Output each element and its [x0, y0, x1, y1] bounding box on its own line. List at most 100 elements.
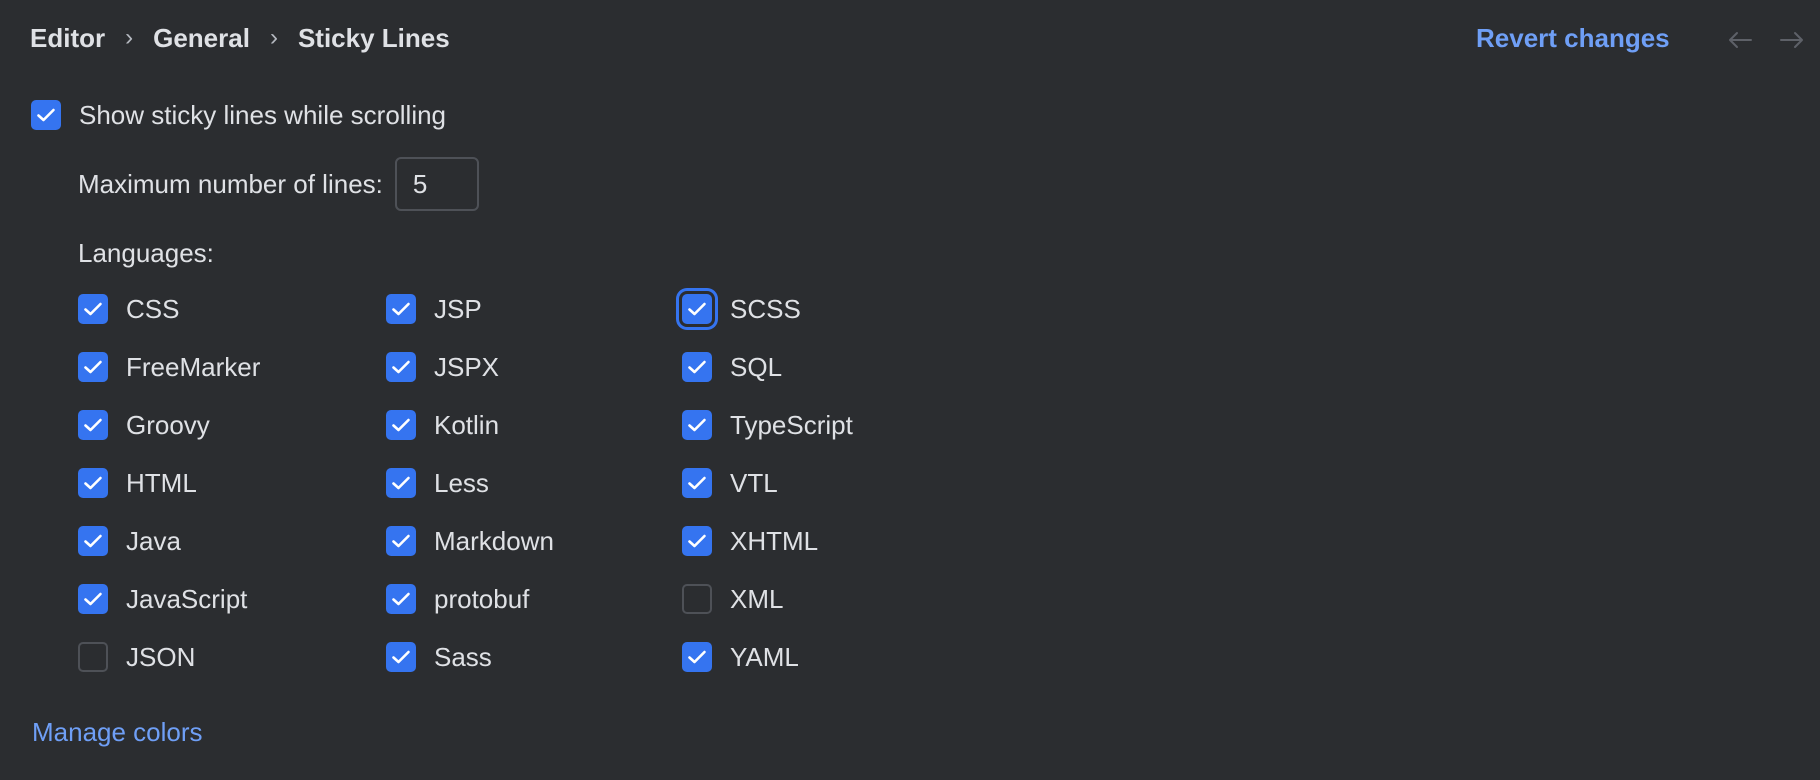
- breadcrumb-item-sticky-lines: Sticky Lines: [297, 22, 450, 53]
- language-checkbox-jspx[interactable]: [386, 352, 416, 382]
- language-label-less: Less: [434, 467, 489, 498]
- language-checkbox-protobuf[interactable]: [386, 584, 416, 614]
- language-option-typescript[interactable]: TypeScript: [682, 408, 853, 442]
- language-checkbox-xml[interactable]: [682, 584, 712, 614]
- checkmark-icon: [84, 302, 102, 316]
- breadcrumb-item-general[interactable]: General: [153, 22, 250, 53]
- checkmark-icon: [688, 534, 706, 548]
- checkmark-icon: [392, 418, 410, 432]
- language-checkbox-freemarker[interactable]: [78, 352, 108, 382]
- language-label-xml: XML: [730, 583, 784, 614]
- language-label-html: HTML: [126, 467, 197, 498]
- breadcrumb: Editor › General › Sticky Lines: [30, 18, 450, 58]
- language-label-jspx: JSPX: [434, 351, 500, 382]
- language-checkbox-typescript[interactable]: [682, 410, 712, 440]
- language-label-java: Java: [126, 525, 181, 556]
- checkmark-icon: [84, 418, 102, 432]
- breadcrumb-separator: ›: [269, 24, 278, 51]
- language-option-scss[interactable]: SCSS: [682, 292, 801, 326]
- breadcrumb-separator: ›: [125, 24, 134, 51]
- checkmark-icon: [688, 476, 706, 490]
- language-label-xhtml: XHTML: [730, 525, 819, 556]
- checkmark-icon: [688, 360, 706, 374]
- language-label-jsp: JSP: [434, 293, 482, 324]
- language-label-yaml: YAML: [730, 641, 799, 672]
- checkmark-icon: [84, 476, 102, 490]
- language-checkbox-groovy[interactable]: [78, 410, 108, 440]
- language-label-sql: SQL: [730, 351, 783, 382]
- checkmark-icon: [84, 360, 102, 374]
- language-option-less[interactable]: Less: [386, 466, 489, 500]
- language-checkbox-markdown[interactable]: [386, 526, 416, 556]
- checkmark-icon: [37, 108, 55, 122]
- manage-colors-link[interactable]: Manage colors: [32, 717, 203, 747]
- arrow-right-icon[interactable]: [1774, 20, 1810, 60]
- checkmark-icon: [392, 592, 410, 606]
- language-option-xhtml[interactable]: XHTML: [682, 524, 818, 558]
- language-checkbox-css[interactable]: [78, 294, 108, 324]
- language-checkbox-sass[interactable]: [386, 642, 416, 672]
- language-checkbox-vtl[interactable]: [682, 468, 712, 498]
- language-option-freemarker[interactable]: FreeMarker: [78, 350, 260, 384]
- language-option-markdown[interactable]: Markdown: [386, 524, 554, 558]
- language-label-scss: SCSS: [730, 293, 801, 324]
- language-label-freemarker: FreeMarker: [126, 351, 261, 382]
- language-label-kotlin: Kotlin: [434, 409, 500, 440]
- language-option-json[interactable]: JSON: [78, 640, 195, 674]
- language-label-typescript: TypeScript: [730, 409, 853, 440]
- language-option-sql[interactable]: SQL: [682, 350, 782, 384]
- language-option-java[interactable]: Java: [78, 524, 181, 558]
- language-option-javascript[interactable]: JavaScript: [78, 582, 247, 616]
- language-label-groovy: Groovy: [126, 409, 210, 440]
- language-checkbox-kotlin[interactable]: [386, 410, 416, 440]
- language-option-sass[interactable]: Sass: [386, 640, 492, 674]
- language-checkbox-xhtml[interactable]: [682, 526, 712, 556]
- checkmark-icon: [392, 534, 410, 548]
- checkmark-icon: [84, 534, 102, 548]
- language-option-kotlin[interactable]: Kotlin: [386, 408, 499, 442]
- language-label-sass: Sass: [434, 641, 492, 672]
- language-label-protobuf: protobuf: [434, 583, 530, 614]
- language-checkbox-jsp[interactable]: [386, 294, 416, 324]
- language-label-json: JSON: [126, 641, 196, 672]
- checkmark-icon: [84, 592, 102, 606]
- breadcrumb-item-editor[interactable]: Editor: [30, 22, 106, 53]
- checkmark-icon: [392, 476, 410, 490]
- arrow-left-icon[interactable]: [1722, 20, 1758, 60]
- language-option-yaml[interactable]: YAML: [682, 640, 799, 674]
- language-checkbox-javascript[interactable]: [78, 584, 108, 614]
- language-checkbox-less[interactable]: [386, 468, 416, 498]
- language-checkbox-scss[interactable]: [682, 294, 712, 324]
- language-option-vtl[interactable]: VTL: [682, 466, 778, 500]
- language-option-jspx[interactable]: JSPX: [386, 350, 499, 384]
- show-sticky-lines-label: Show sticky lines while scrolling: [79, 99, 447, 130]
- max-lines-row: Maximum number of lines:: [78, 156, 479, 212]
- language-checkbox-json[interactable]: [78, 642, 108, 672]
- checkmark-icon: [392, 302, 410, 316]
- language-option-css[interactable]: CSS: [78, 292, 179, 326]
- max-lines-label: Maximum number of lines:: [78, 168, 383, 199]
- max-lines-input[interactable]: [394, 157, 479, 211]
- checkmark-icon: [688, 418, 706, 432]
- language-checkbox-java[interactable]: [78, 526, 108, 556]
- checkmark-icon: [688, 302, 706, 316]
- revert-changes-link[interactable]: Revert changes: [1476, 23, 1670, 53]
- language-label-markdown: Markdown: [434, 525, 554, 556]
- language-checkbox-sql[interactable]: [682, 352, 712, 382]
- language-option-protobuf[interactable]: protobuf: [386, 582, 529, 616]
- language-option-jsp[interactable]: JSP: [386, 292, 482, 326]
- show-sticky-lines-checkbox[interactable]: [31, 100, 61, 130]
- language-checkbox-yaml[interactable]: [682, 642, 712, 672]
- language-label-css: CSS: [126, 293, 180, 324]
- checkmark-icon: [392, 360, 410, 374]
- language-option-xml[interactable]: XML: [682, 582, 783, 616]
- language-label-javascript: JavaScript: [126, 583, 248, 614]
- language-label-vtl: VTL: [730, 467, 778, 498]
- checkmark-icon: [688, 650, 706, 664]
- show-sticky-lines-option[interactable]: Show sticky lines while scrolling: [31, 98, 446, 132]
- language-option-groovy[interactable]: Groovy: [78, 408, 210, 442]
- checkmark-icon: [392, 650, 410, 664]
- languages-label: Languages:: [78, 238, 214, 268]
- language-option-html[interactable]: HTML: [78, 466, 197, 500]
- language-checkbox-html[interactable]: [78, 468, 108, 498]
